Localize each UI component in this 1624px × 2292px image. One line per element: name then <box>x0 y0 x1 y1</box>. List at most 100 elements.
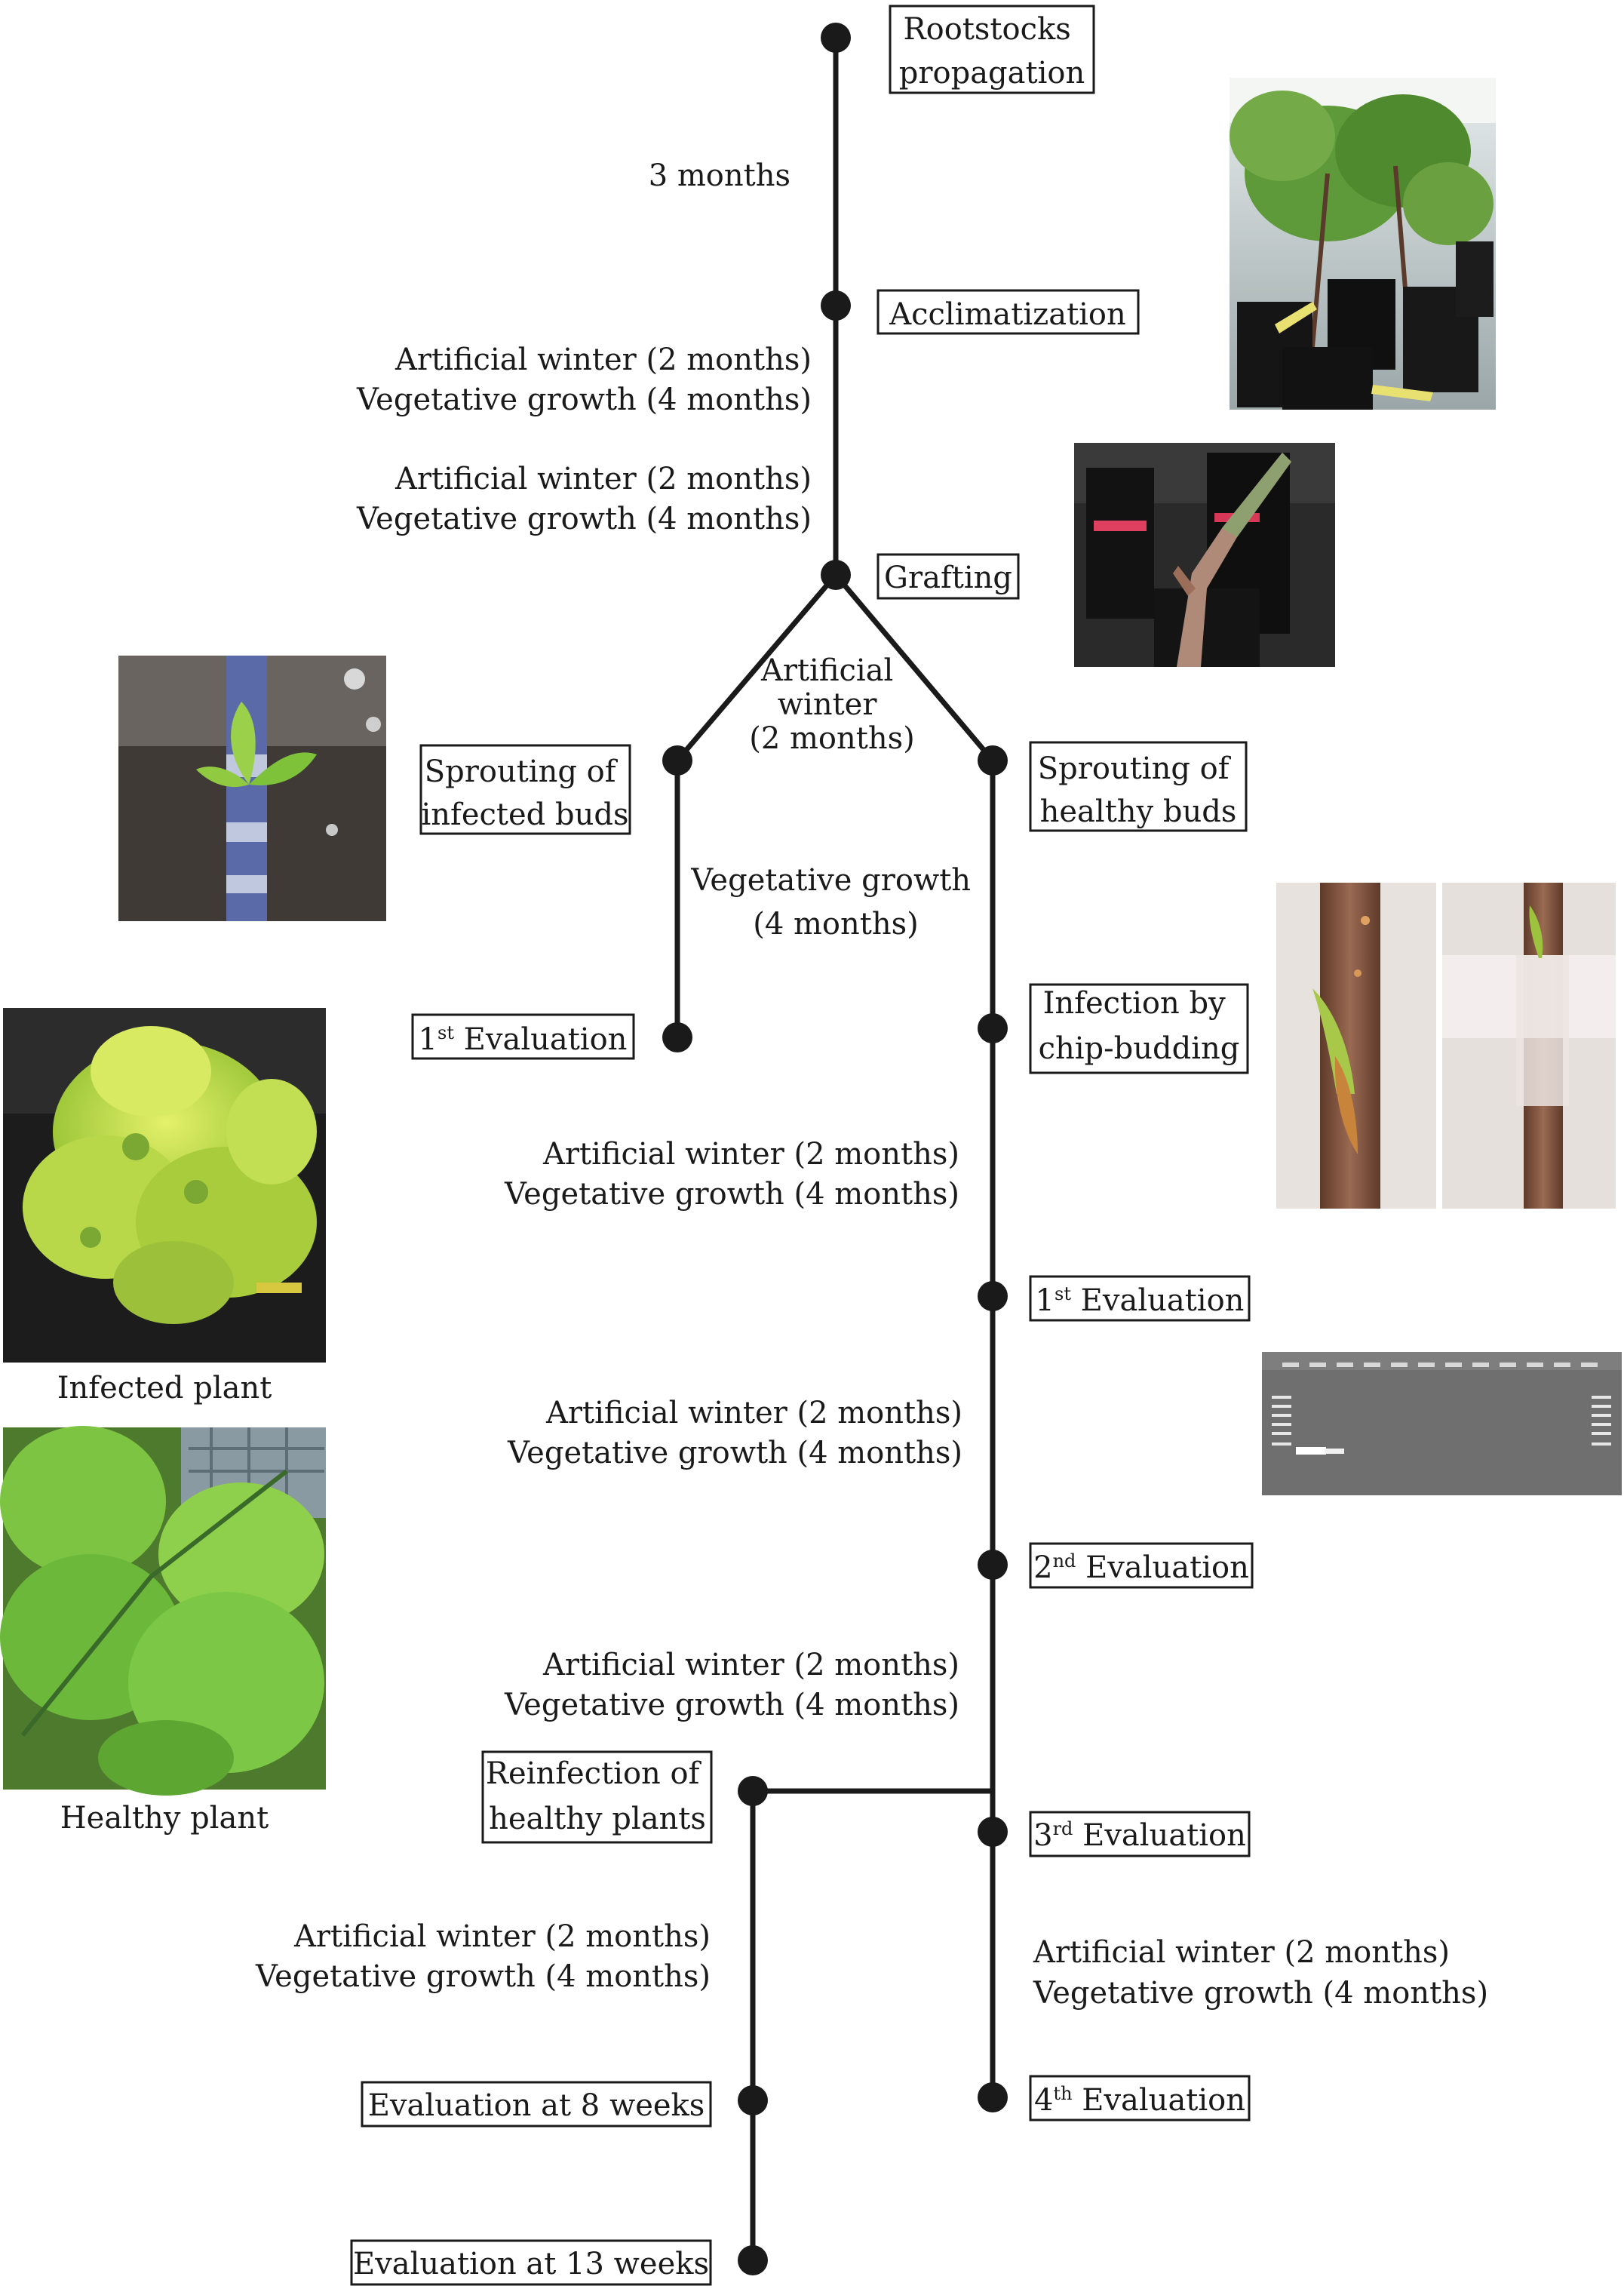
eval-3-num: 3 <box>1033 1818 1052 1853</box>
infected-plant-photo <box>3 1008 326 1363</box>
eval-4-rest: Evaluation <box>1073 2083 1245 2118</box>
infection-line-2: chip-budding <box>1039 1031 1240 1066</box>
interval-d-growth: Vegetative growth (4 months) <box>507 1436 962 1470</box>
interval-a-winter: Artificial winter (2 months) <box>394 343 812 377</box>
interval-b-growth: Vegetative growth (4 months) <box>356 502 812 536</box>
infected-plant-caption: Infected plant <box>57 1371 272 1406</box>
eval-2-label: 2nd Evaluation <box>1033 1550 1249 1585</box>
interval-a-growth: Vegetative growth (4 months) <box>356 383 812 417</box>
interval-c-growth: Vegetative growth (4 months) <box>504 1177 959 1212</box>
eval-left-1-label: 1st Evaluation <box>419 1022 628 1057</box>
sprouting-infected-line-2: infected buds <box>422 797 629 832</box>
box-infection <box>1029 983 1249 1074</box>
sprouting-infected-line-1: Sprouting of <box>425 754 619 789</box>
eval-2-num: 2 <box>1033 1550 1052 1585</box>
split-winter-line-2: winter <box>778 687 878 722</box>
sprouting-infected-label: Sprouting of infected buds <box>422 754 629 832</box>
interval-c-winter: Artificial winter (2 months) <box>542 1137 959 1172</box>
box-rootstocks <box>889 5 1095 94</box>
chip-budding-photo <box>1276 883 1616 1209</box>
node-eval-13w <box>738 2245 768 2275</box>
greenhouse-rootstocks-photo <box>1230 78 1496 410</box>
eval-3-sup: rd <box>1053 1818 1073 1839</box>
label-boxes <box>350 5 1254 2286</box>
box-eval-4 <box>1029 2075 1251 2121</box>
vegetative-4m-line-2: (4 months) <box>753 907 919 942</box>
reinfection-line-1: Reinfection of <box>486 1756 702 1791</box>
node-sprouting-healthy <box>978 745 1008 776</box>
node-infection <box>978 1013 1008 1043</box>
node-sprouting-infected <box>662 745 692 776</box>
rootstocks-label: Rootstocks propagation <box>899 12 1085 91</box>
infection-label: Infection by chip-budding <box>1039 986 1240 1066</box>
grafting-label: Grafting <box>884 561 1012 595</box>
node-eval-8w <box>738 2085 768 2115</box>
eval-1-num: 1 <box>1036 1283 1055 1318</box>
split-winter-line-1: Artificial <box>760 653 893 688</box>
eval-8w-label: Evaluation at 8 weeks <box>368 2088 705 2123</box>
vegetative-4m-line-1: Vegetative growth <box>690 863 971 898</box>
interval-g-winter: Artificial winter (2 months) <box>1033 1935 1450 1970</box>
infected-bud-sprout-photo <box>118 656 386 921</box>
node-eval-4 <box>978 2082 1008 2112</box>
eval-2-sup: nd <box>1053 1550 1076 1572</box>
healthy-plant-caption: Healthy plant <box>60 1801 269 1836</box>
timeline-nodes <box>662 23 1008 2275</box>
box-eval-left-1 <box>411 1013 635 1060</box>
grafting-photo <box>1074 443 1335 667</box>
reinfection-label: Reinfection of healthy plants <box>486 1756 709 1836</box>
interval-e-winter: Artificial winter (2 months) <box>542 1648 959 1682</box>
interval-3-months: 3 months <box>649 158 791 193</box>
sprouting-healthy-label: Sprouting of healthy buds <box>1038 751 1239 829</box>
eval-4-sup: th <box>1053 2083 1072 2104</box>
acclimatization-label: Acclimatization <box>889 297 1126 332</box>
box-eval-2 <box>1029 1542 1254 1589</box>
right-branch-diagonal <box>833 572 996 763</box>
eval-3-rest: Evaluation <box>1073 1818 1245 1853</box>
interval-g-growth: Vegetative growth (4 months) <box>1033 1976 1488 2011</box>
left-branch-diagonal <box>674 572 839 763</box>
interval-f-winter: Artificial winter (2 months) <box>293 1919 711 1954</box>
timeline-lines <box>674 35 996 2263</box>
node-acclimatization <box>821 290 851 321</box>
interval-f-growth: Vegetative growth (4 months) <box>255 1959 711 1994</box>
eval-4-label: 4th Evaluation <box>1034 2083 1245 2118</box>
box-reinfection <box>481 1750 713 1844</box>
node-eval-left-1 <box>662 1022 692 1052</box>
node-reinfection <box>738 1776 768 1806</box>
rootstocks-line-1: Rootstocks <box>904 12 1071 47</box>
rootstocks-line-2: propagation <box>899 56 1085 91</box>
interval-labels: 3 months Artificial winter (2 months) Ve… <box>255 158 1488 2011</box>
infection-line-1: Infection by <box>1043 986 1226 1021</box>
eval-left-1-rest: Evaluation <box>454 1022 627 1057</box>
box-eval-1 <box>1029 1275 1251 1322</box>
box-eval-8w <box>361 2081 712 2128</box>
eval-13w-label: Evaluation at 13 weeks <box>353 2247 709 2281</box>
box-grafting <box>876 553 1020 600</box>
interval-split-winter: Artificial winter (2 months) <box>749 653 915 756</box>
node-eval-2 <box>978 1550 1008 1580</box>
eval-1-label: 1st Evaluation <box>1036 1283 1245 1318</box>
node-grafting <box>821 560 851 590</box>
interval-b-winter: Artificial winter (2 months) <box>394 462 812 496</box>
box-acclimatization <box>876 289 1140 335</box>
reinfection-line-2: healthy plants <box>489 1802 706 1836</box>
eval-4-num: 4 <box>1034 2083 1053 2118</box>
node-eval-1 <box>978 1281 1008 1311</box>
interval-d-winter: Artificial winter (2 months) <box>545 1396 962 1430</box>
pcr-gel-photo <box>1262 1352 1622 1495</box>
node-eval-3 <box>978 1817 1008 1847</box>
split-winter-line-3: (2 months) <box>749 721 915 756</box>
eval-left-1-sup: st <box>437 1022 454 1043</box>
eval-left-1-num: 1 <box>419 1022 437 1057</box>
box-eval-13w <box>350 2239 712 2286</box>
eval-2-rest: Evaluation <box>1076 1550 1248 1585</box>
box-sprouting-healthy <box>1029 741 1248 832</box>
interval-e-growth: Vegetative growth (4 months) <box>504 1688 959 1722</box>
box-sprouting-infected <box>419 744 631 835</box>
eval-1-sup: st <box>1055 1283 1071 1304</box>
sprouting-healthy-line-1: Sprouting of <box>1038 751 1232 786</box>
healthy-plant-photo <box>0 1426 326 1796</box>
box-eval-3 <box>1029 1811 1251 1857</box>
